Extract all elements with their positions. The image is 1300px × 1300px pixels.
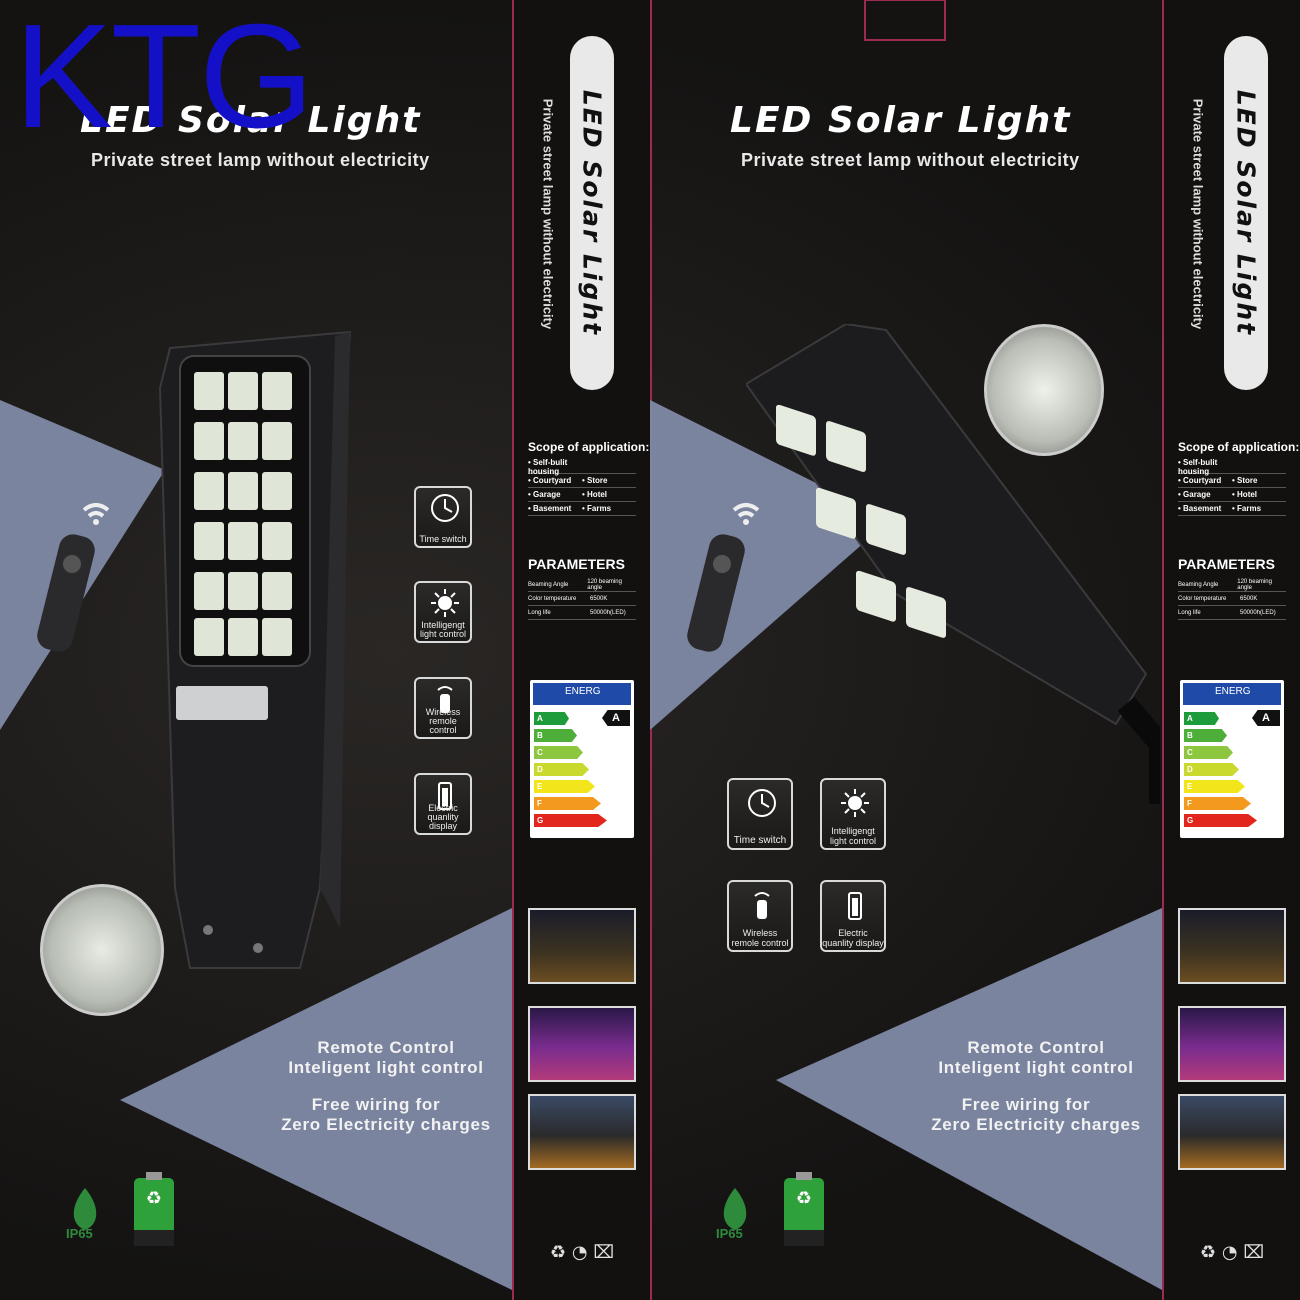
product-title: LED Solar Light — [730, 100, 1072, 141]
side-title-pill: LED Solar Light — [570, 36, 614, 390]
led-closeup-image — [984, 324, 1104, 456]
street-photo-3 — [528, 1094, 636, 1170]
street-photo-1 — [528, 908, 636, 984]
recycle-icons: ♻ ◔ ⌧ — [1200, 1242, 1265, 1263]
street-photo-2 — [1178, 1006, 1286, 1082]
remote-icon — [437, 686, 453, 713]
light-control-feature: Intelligengt light control — [820, 778, 886, 850]
product-title: LED Solar Light — [80, 100, 422, 141]
side-title-pill: LED Solar Light — [1224, 36, 1268, 390]
battery-recycle-icon: ♻ — [134, 1172, 174, 1246]
copy-zero-electricity: Zero Electricity charges — [281, 1115, 491, 1134]
energy-rating: A — [602, 710, 630, 726]
parameters-heading: PARAMETERS — [528, 556, 625, 572]
battery-recycle-icon: ♻ — [784, 1172, 824, 1246]
front-panel-left: LED Solar Light Private street lamp with… — [0, 0, 512, 1300]
side-panel-left: Private street lamp without electricity … — [512, 0, 652, 1300]
remote-control-image — [37, 503, 110, 652]
battery-feature: Electric quanlity display — [820, 880, 886, 952]
scope-heading: Scope of application: — [1178, 440, 1300, 454]
front-panel-right: LED Solar Light Private street lamp with… — [650, 0, 1162, 1300]
energy-label: ENERG A A B C D E F G — [530, 680, 634, 838]
side-panel-right: Private street lamp without electricity … — [1162, 0, 1300, 1300]
copy-free-wiring: Free wiring for — [961, 1095, 1091, 1114]
clock-icon — [431, 494, 459, 522]
street-photo-1 — [1178, 908, 1286, 984]
eu-flag-header: ENERG — [1183, 683, 1281, 705]
angled-lamp-image — [746, 324, 1160, 804]
battery-icon — [438, 782, 452, 810]
street-photo-3 — [1178, 1094, 1286, 1170]
parameters-heading: PARAMETERS — [1178, 556, 1275, 572]
time-switch-feature: Time switch — [414, 486, 472, 548]
time-switch-feature: Time switch — [727, 778, 793, 850]
svg-text:♻: ♻ — [146, 1188, 162, 1209]
copy-inteligent: Inteligent light control — [938, 1058, 1134, 1077]
clock-icon — [748, 789, 776, 817]
ip65-badge: IP65 — [66, 1226, 93, 1241]
svg-text:♻: ♻ — [796, 1188, 812, 1209]
light-control-feature: Intelligengt light control — [414, 581, 472, 643]
copy-inteligent: Inteligent light control — [288, 1058, 484, 1077]
ip65-leaf-icon — [723, 1188, 747, 1230]
remote-icon — [754, 892, 770, 919]
scope-list: • Self-bulit housing • Courtyard• Store … — [1178, 458, 1286, 516]
battery-feature: Electric quanlity display — [414, 773, 472, 835]
energy-rating: A — [1252, 710, 1280, 726]
product-subtitle: Private street lamp without electricity — [91, 150, 430, 170]
remote-control-image — [687, 503, 760, 652]
battery-icon — [848, 892, 862, 920]
energy-label: ENERG A A B C D E F G — [1180, 680, 1284, 838]
remote-feature: Wireless remole control — [414, 677, 472, 739]
sun-icon — [431, 589, 459, 617]
ip65-badge: IP65 — [716, 1226, 743, 1241]
scope-list: • Self-bulit housing • Courtyard• Store … — [528, 458, 636, 516]
ip65-leaf-icon — [73, 1188, 97, 1230]
side-subtitle: Private street lamp without electricity — [540, 98, 556, 330]
side-subtitle: Private street lamp without electricity — [1190, 98, 1206, 330]
copy-free-wiring: Free wiring for — [311, 1095, 441, 1114]
eu-flag-header: ENERG — [533, 683, 631, 705]
product-subtitle: Private street lamp without electricity — [741, 150, 1080, 170]
scope-heading: Scope of application: — [528, 440, 650, 454]
street-photo-2 — [528, 1006, 636, 1082]
copy-remote-control: Remote Control — [967, 1038, 1105, 1057]
sun-icon — [841, 789, 869, 817]
copy-zero-electricity: Zero Electricity charges — [931, 1115, 1141, 1134]
led-closeup-image — [40, 884, 164, 1016]
copy-remote-control: Remote Control — [317, 1038, 455, 1057]
solar-street-lamp-image — [158, 330, 352, 969]
recycle-icons: ♻ ◔ ⌧ — [550, 1242, 615, 1263]
remote-feature: Wireless remole control — [727, 880, 793, 952]
ktg-logo: KTG — [14, 0, 314, 159]
